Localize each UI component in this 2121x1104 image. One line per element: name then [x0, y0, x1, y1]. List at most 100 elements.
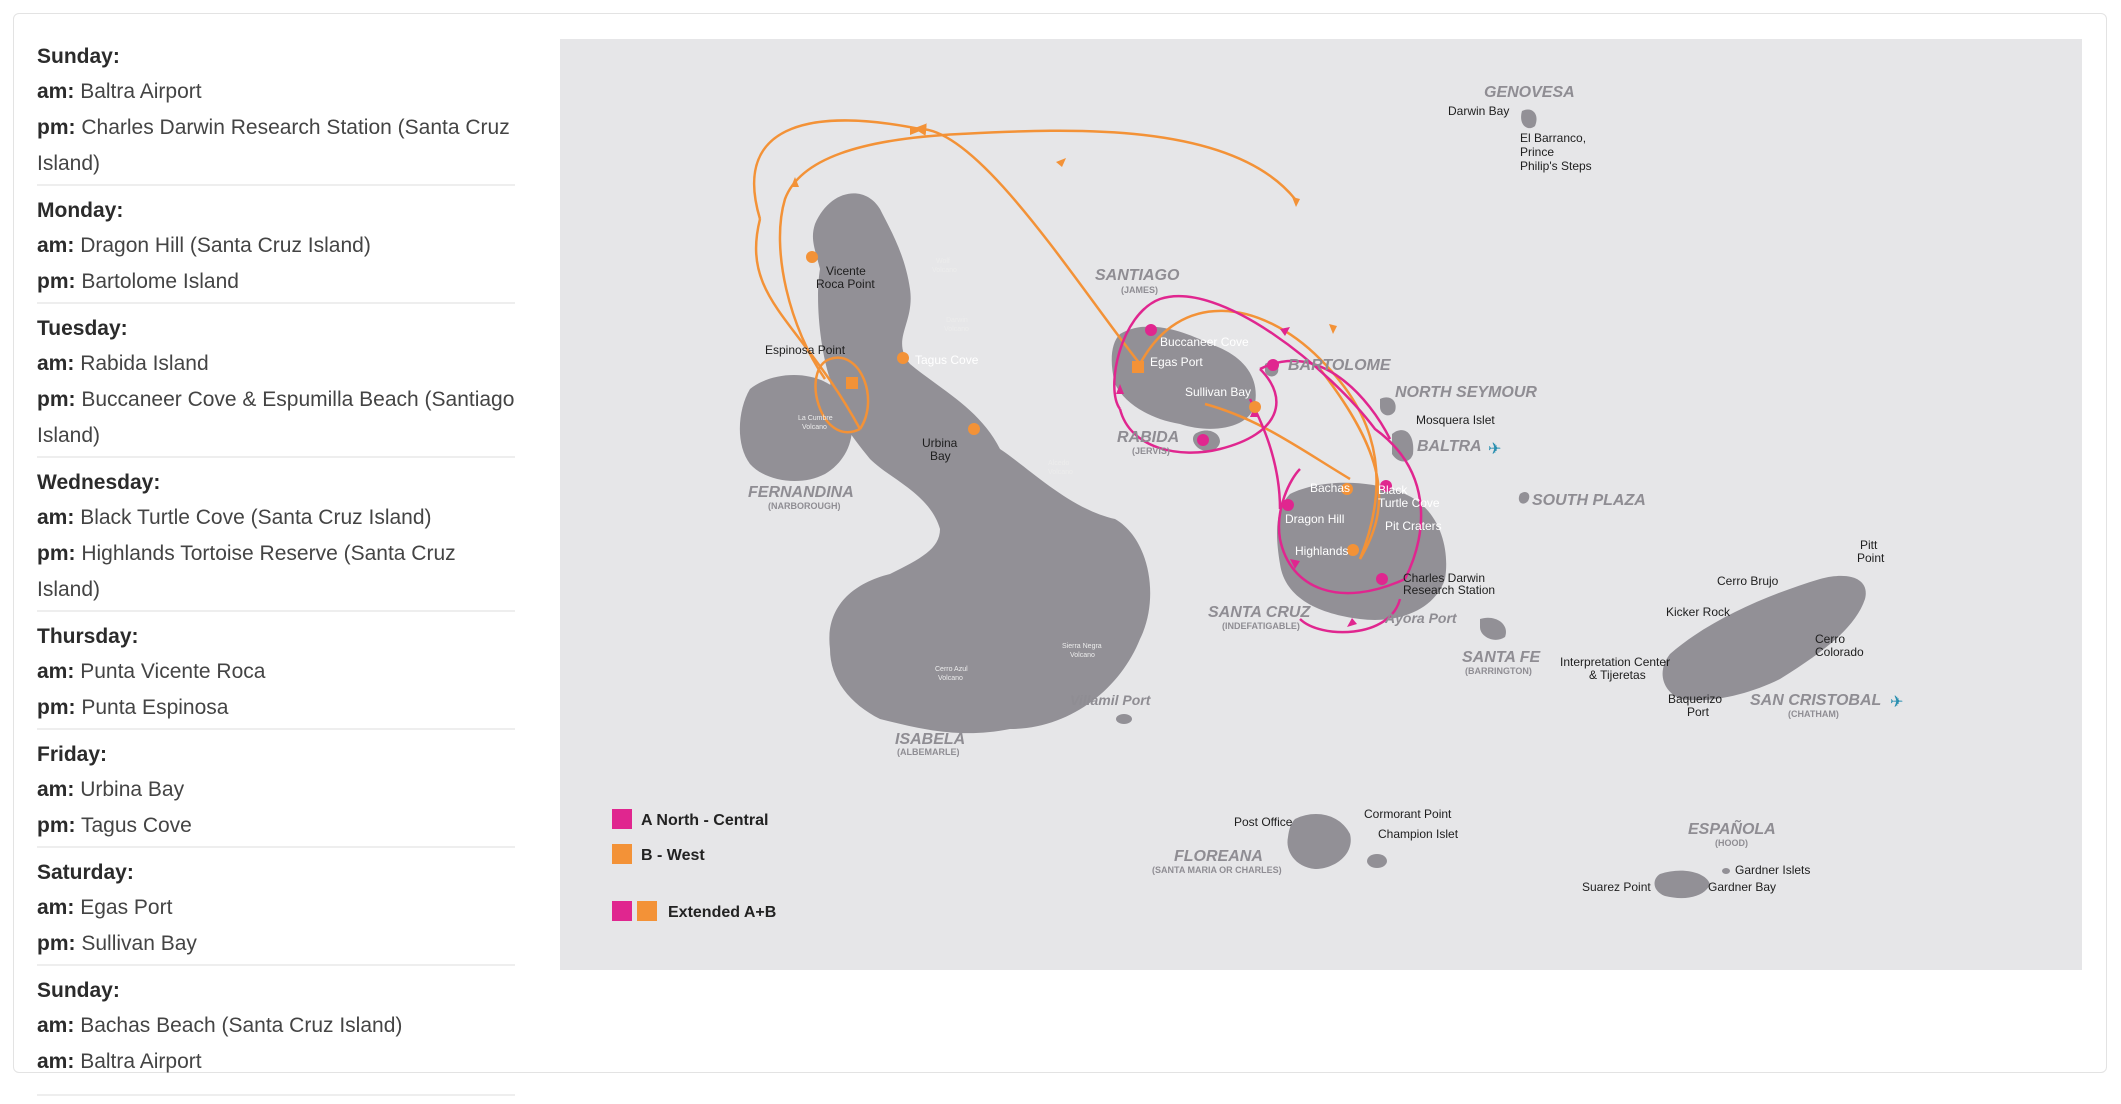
- time-label: am:: [37, 234, 75, 257]
- site-label: Sullivan Bay: [1185, 385, 1251, 399]
- activity: Charles Darwin Research Station (Santa C…: [37, 116, 510, 175]
- activity: Baltra Airport: [80, 1050, 202, 1073]
- itinerary-row: pm: Highlands Tortoise Reserve (Santa Cr…: [37, 536, 515, 608]
- island-sub-floreana: (SANTA MARIA OR CHARLES): [1152, 865, 1282, 875]
- activity: Bartolome Island: [81, 270, 239, 293]
- itinerary-day: Wednesday: am: Black Turtle Cove (Santa …: [37, 466, 515, 612]
- island-name-san-cristobal: SAN CRISTOBAL: [1750, 692, 1881, 709]
- site-label: Black: [1378, 483, 1408, 497]
- island-name-genovesa: GENOVESA: [1484, 84, 1575, 101]
- time-label: am:: [37, 80, 75, 103]
- legend-swatch-west: [612, 844, 632, 864]
- champion-islet: [1367, 854, 1387, 868]
- time-label: am:: [37, 896, 75, 919]
- itinerary-row: pm: Charles Darwin Research Station (San…: [37, 110, 515, 182]
- site-label: Cerro Brujo: [1717, 574, 1779, 588]
- north-seymour-island: [1380, 397, 1396, 416]
- site-label: Cormorant Point: [1364, 807, 1452, 821]
- time-label: am:: [37, 506, 75, 529]
- marker-buccaneer: [1145, 324, 1157, 336]
- activity: Tagus Cove: [80, 814, 192, 837]
- itinerary-row: am: Baltra Airport: [37, 1044, 515, 1080]
- time-label: pm:: [37, 696, 76, 719]
- site-label: Research Station: [1403, 583, 1495, 597]
- site-label: Cerro: [1815, 632, 1845, 646]
- volcano-label: Volcano: [944, 326, 969, 333]
- time-label: am:: [37, 778, 75, 801]
- arrow: [791, 177, 799, 187]
- activity: Urbina Bay: [80, 778, 185, 801]
- volcano-label: Wolf: [936, 258, 950, 265]
- island-name-espanola: ESPAÑOLA: [1688, 818, 1776, 838]
- site-label: Philip's Steps: [1520, 159, 1592, 173]
- arrow: [1292, 197, 1300, 207]
- site-label: Gardner Bay: [1708, 880, 1776, 894]
- activity: Bachas Beach (Santa Cruz Island): [80, 1014, 403, 1037]
- site-label: Urbina: [922, 436, 958, 450]
- time-label: pm:: [37, 116, 76, 139]
- activity: Egas Port: [80, 896, 173, 919]
- legend-swatch-extended-a: [612, 901, 632, 921]
- arrow: [910, 127, 920, 135]
- south-plaza-island: [1518, 491, 1530, 504]
- day-title: Wednesday:: [37, 471, 161, 494]
- gardner-islets-dot: [1722, 868, 1730, 874]
- itinerary-day: Thursday: am: Punta Vicente Roca pm: Pun…: [37, 620, 515, 730]
- marker-sullivan: [1249, 401, 1261, 413]
- itinerary-day: Sunday: am: Bachas Beach (Santa Cruz Isl…: [37, 974, 515, 1096]
- day-title: Thursday:: [37, 625, 139, 648]
- activity: Sullivan Bay: [81, 932, 197, 955]
- marker-black-turtle: [1380, 480, 1392, 492]
- volcano-label: Sierra Negra: [1062, 643, 1102, 650]
- site-labels: Darwin Bay El Barranco, Prince Philip's …: [765, 104, 1885, 894]
- itinerary-day: Saturday: am: Egas Port pm: Sullivan Bay: [37, 856, 515, 966]
- volcano-labels: Wolf Volcano Darwin Volcano Alcedo Volca…: [798, 258, 1102, 682]
- itinerary-row: pm: Sullivan Bay: [37, 926, 515, 962]
- route-b-west: [753, 119, 1381, 560]
- island-sub-santa-cruz: (INDEFATIGABLE): [1222, 621, 1300, 631]
- itinerary-row: am: Dragon Hill (Santa Cruz Island): [37, 228, 515, 264]
- site-label: Baquerizo: [1668, 692, 1722, 706]
- arrow: [1290, 559, 1300, 569]
- site-label: Colorado: [1815, 645, 1864, 659]
- site-label: El Barranco,: [1520, 131, 1586, 145]
- site-label: Tagus Cove: [915, 353, 979, 367]
- itinerary-row: am: Egas Port: [37, 890, 515, 926]
- site-label: Vicente: [826, 264, 866, 278]
- island-sub-espanola: (HOOD): [1715, 838, 1748, 848]
- site-label: Turtle Cove: [1378, 496, 1440, 510]
- itinerary-row: am: Urbina Bay: [37, 772, 515, 808]
- arrow: [1280, 327, 1290, 336]
- marker-tagus: [897, 352, 909, 364]
- fernandina-island: [739, 375, 853, 482]
- island-labels: GENOVESA SANTIAGO (JAMES) BARTOLOME NORT…: [748, 84, 1881, 875]
- itinerary-row: pm: Buccaneer Cove & Espumilla Beach (Sa…: [37, 382, 515, 454]
- marker-urbina: [968, 423, 980, 435]
- itinerary-day: Sunday: am: Baltra Airport pm: Charles D…: [37, 40, 515, 186]
- island-name-fernandina: FERNANDINA: [748, 484, 854, 501]
- time-label: pm:: [37, 542, 76, 565]
- activity: Baltra Airport: [80, 80, 202, 103]
- floreana-island: [1287, 814, 1351, 869]
- time-label: am:: [37, 352, 75, 375]
- site-label: Port: [1687, 705, 1710, 719]
- galapagos-route-map: Wolf Volcano Darwin Volcano Alcedo Volca…: [560, 39, 2082, 970]
- day-title: Saturday:: [37, 861, 134, 884]
- activity: Buccaneer Cove & Espumilla Beach (Santia…: [37, 388, 515, 447]
- site-label: Bay: [930, 449, 951, 463]
- site-label: Pit Craters: [1385, 519, 1442, 533]
- activity: Highlands Tortoise Reserve (Santa Cruz I…: [37, 542, 456, 601]
- marker-egas: [1132, 361, 1144, 373]
- volcano-label: Alcedo: [1048, 460, 1070, 467]
- marker-bachas: [1341, 483, 1353, 495]
- time-label: pm:: [37, 270, 76, 293]
- marker-highlands: [1347, 544, 1359, 556]
- day-title: Sunday:: [37, 45, 120, 68]
- site-label: Highlands: [1295, 544, 1348, 558]
- itinerary-row: am: Rabida Island: [37, 346, 515, 382]
- site-label: Kicker Rock: [1666, 605, 1731, 619]
- site-label: Egas Port: [1150, 355, 1203, 369]
- volcano-label: Volcano: [1070, 652, 1095, 659]
- arrow: [1056, 158, 1066, 167]
- time-label: pm:: [37, 388, 76, 411]
